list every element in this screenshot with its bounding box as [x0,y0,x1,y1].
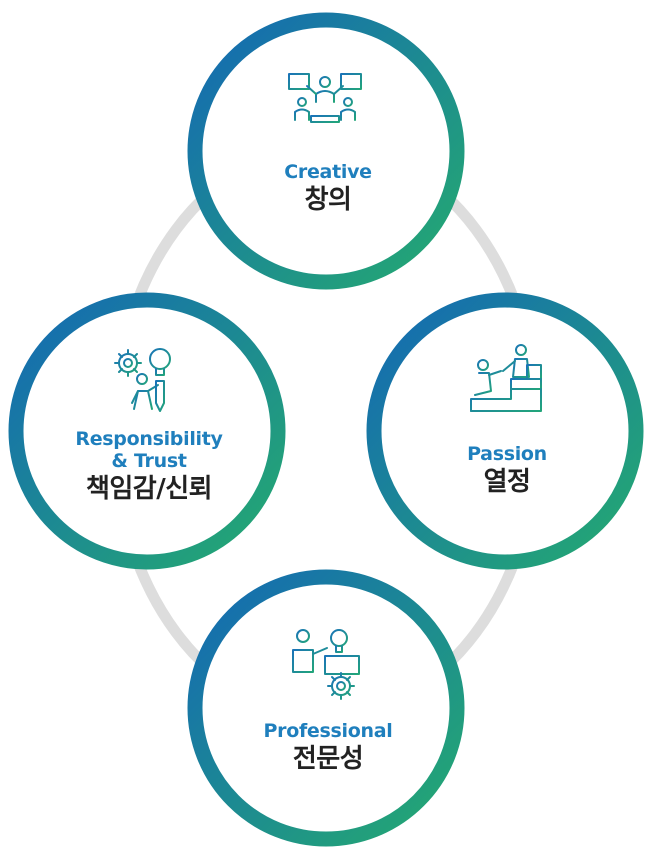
value-circle-passion [366,292,644,570]
helping-climb-icon [470,344,542,412]
professional-korean-label: 전문성 [292,744,364,774]
value-circle-professional [187,569,465,847]
responsibility-label-group: Responsibility & Trust 책임감/신뢰 [0,428,477,506]
presenter-gear-icon [292,629,360,700]
responsibility-korean-label: 책임감/신뢰 [85,474,213,504]
creative-english-label: Creative [284,161,372,183]
passion-english-label: Passion [467,443,547,465]
responsibility-english-label-line1: Responsibility [75,428,223,450]
creative-korean-label: 창의 [304,185,352,215]
value-circle-responsibility [8,292,286,570]
responsibility-english-label-line2: & Trust [111,450,187,472]
passion-label-group: Passion 열정 [179,443,656,499]
idea-gear-person-icon [114,348,171,412]
creative-label-group: Creative 창의 [0,161,656,217]
professional-english-label: Professional [263,720,393,742]
team-meeting-icon [288,73,362,139]
value-circle-creative [187,12,465,290]
professional-label-group: Professional 전문성 [0,720,656,776]
passion-korean-label: 열정 [483,467,531,497]
